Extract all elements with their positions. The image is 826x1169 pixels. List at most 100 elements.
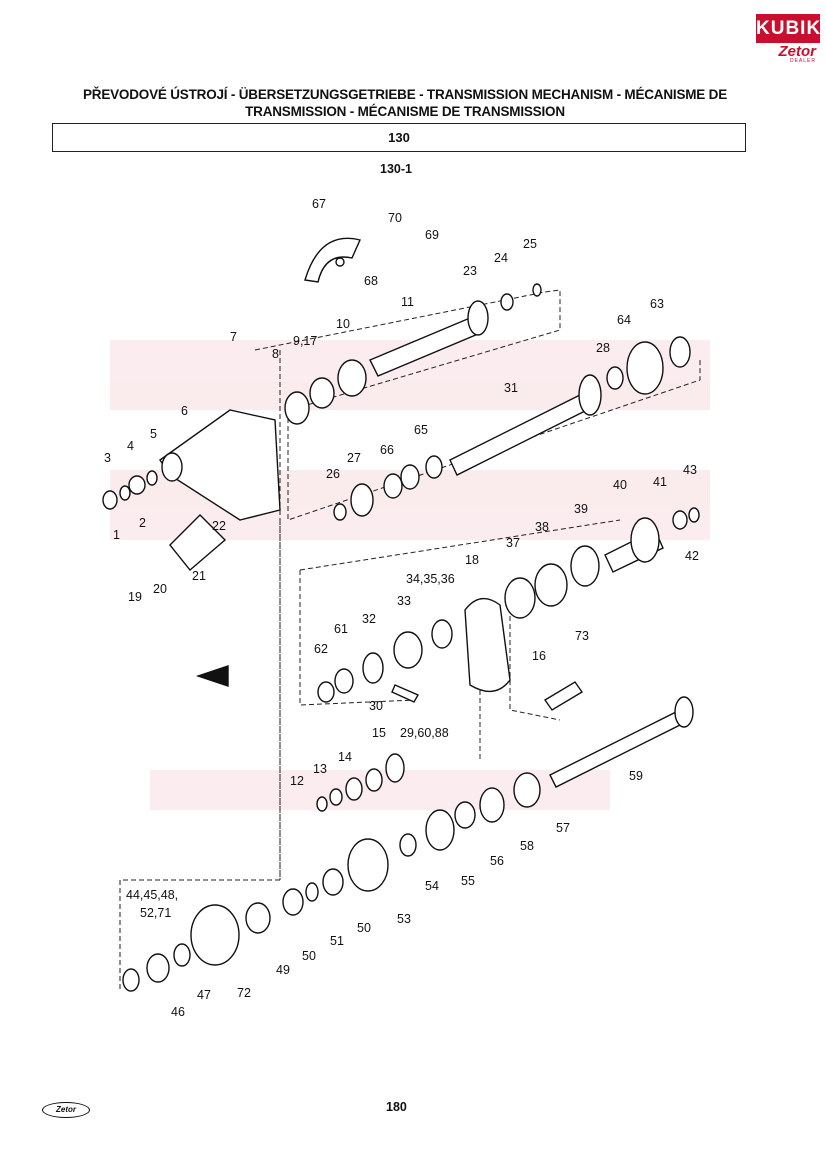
callout-41: 41	[653, 475, 667, 489]
ring-5	[146, 470, 158, 486]
bearing-50b	[282, 888, 304, 916]
ring-57	[513, 772, 541, 808]
cover-21	[169, 514, 227, 572]
page-title: PŘEVODOVÉ ÚSTROJÍ - ÜBERSETZUNGSGETRIEBE…	[60, 86, 750, 120]
callout-20: 20	[153, 582, 167, 596]
callout-19: 19	[128, 590, 142, 604]
callout-57: 57	[556, 821, 570, 835]
ring-9-17	[309, 377, 335, 409]
gear-32	[362, 652, 384, 684]
callout-42: 42	[685, 549, 699, 563]
gear-27	[350, 483, 374, 517]
bearing-66b	[383, 473, 403, 499]
callout-21: 21	[192, 569, 206, 583]
ring-56	[454, 801, 476, 829]
callout-14: 14	[338, 750, 352, 764]
callout-16: 16	[532, 649, 546, 663]
ring-47	[173, 943, 191, 967]
bearing-41	[672, 510, 688, 530]
callout-4: 4	[127, 439, 134, 453]
gear-40	[630, 517, 660, 563]
ring-26	[333, 503, 347, 521]
ring-38	[534, 563, 568, 607]
callout-2: 2	[139, 516, 146, 530]
callout-69: 69	[425, 228, 439, 242]
callout-59: 59	[629, 769, 643, 783]
bearing-10	[337, 359, 367, 397]
callout-50: 50	[357, 921, 371, 935]
callout-11: 11	[401, 295, 414, 309]
callout-38: 38	[535, 520, 549, 534]
seal-8	[284, 391, 310, 425]
bearing-13	[329, 788, 343, 806]
callout-30: 30	[369, 699, 383, 713]
logo-top-text: KUBIK	[756, 14, 820, 40]
callout-28: 28	[596, 341, 610, 355]
ring-42	[688, 507, 700, 523]
callout-55: 55	[461, 874, 475, 888]
ring-25	[532, 283, 542, 297]
bearing-24	[500, 293, 514, 311]
bearing-28	[606, 366, 624, 390]
spring-4	[128, 475, 146, 495]
callout-31: 31	[504, 381, 518, 395]
callout-24: 24	[494, 251, 508, 265]
callout-52-71: 52,71	[140, 906, 171, 920]
callout-15: 15	[372, 726, 386, 740]
callout-9-17: 9,17	[293, 334, 317, 348]
callout-26: 26	[326, 467, 340, 481]
callout-63: 63	[650, 297, 664, 311]
bearing-66a	[400, 464, 420, 490]
callout-33: 33	[397, 594, 411, 608]
ring-37	[504, 577, 536, 619]
pin-68	[335, 257, 345, 267]
page-number: 180	[386, 1100, 407, 1114]
callout-67: 67	[312, 197, 326, 211]
callout-44-48: 44,45,48,	[126, 888, 178, 902]
callout-18: 18	[465, 553, 479, 567]
gear-64	[626, 341, 664, 395]
callout-23: 23	[463, 264, 477, 278]
gear-15	[385, 753, 405, 783]
callout-62: 62	[314, 642, 328, 656]
tube-6	[161, 452, 183, 482]
callout-37: 37	[506, 536, 520, 550]
callout-13: 13	[313, 762, 327, 776]
plate-18	[464, 597, 511, 693]
ring-61	[334, 668, 354, 694]
logo-bottom-text: Zetor	[756, 40, 820, 61]
gear-58	[479, 787, 505, 823]
callout-70: 70	[388, 211, 402, 225]
nut-3	[102, 490, 118, 510]
callout-54: 54	[425, 879, 439, 893]
title-line-2: TRANSMISSION - MÉCANISME DE TRANSMISSION	[245, 104, 565, 119]
callout-68: 68	[364, 274, 378, 288]
parts	[102, 237, 700, 992]
callout-32: 32	[362, 612, 376, 626]
callout-64: 64	[617, 313, 631, 327]
callout-49: 49	[276, 963, 290, 977]
callout-labels: 67 70 69 68 25 24 23 11 63 64 28 7 8 9,1…	[104, 197, 699, 1019]
gear-23	[467, 300, 489, 336]
gear-53	[347, 838, 389, 892]
callout-5: 5	[150, 427, 157, 441]
bearing-14a	[345, 777, 363, 801]
callout-22: 22	[212, 519, 226, 533]
bearing-46	[146, 953, 170, 983]
callout-29-60-88: 29,60,88	[400, 726, 449, 740]
shift-fork-67	[304, 237, 361, 283]
callout-61: 61	[334, 622, 348, 636]
callout-43: 43	[683, 463, 697, 477]
callout-40: 40	[613, 478, 627, 492]
ring-65	[425, 455, 443, 479]
figure-number: 130-1	[380, 162, 412, 176]
ring-62	[317, 681, 335, 703]
callout-1: 1	[113, 528, 120, 542]
callout-47: 47	[197, 988, 211, 1002]
callout-72: 72	[237, 986, 251, 1000]
callout-10: 10	[336, 317, 350, 331]
ring-63	[669, 336, 691, 368]
washer-2	[119, 485, 131, 501]
pin-16	[543, 681, 584, 711]
